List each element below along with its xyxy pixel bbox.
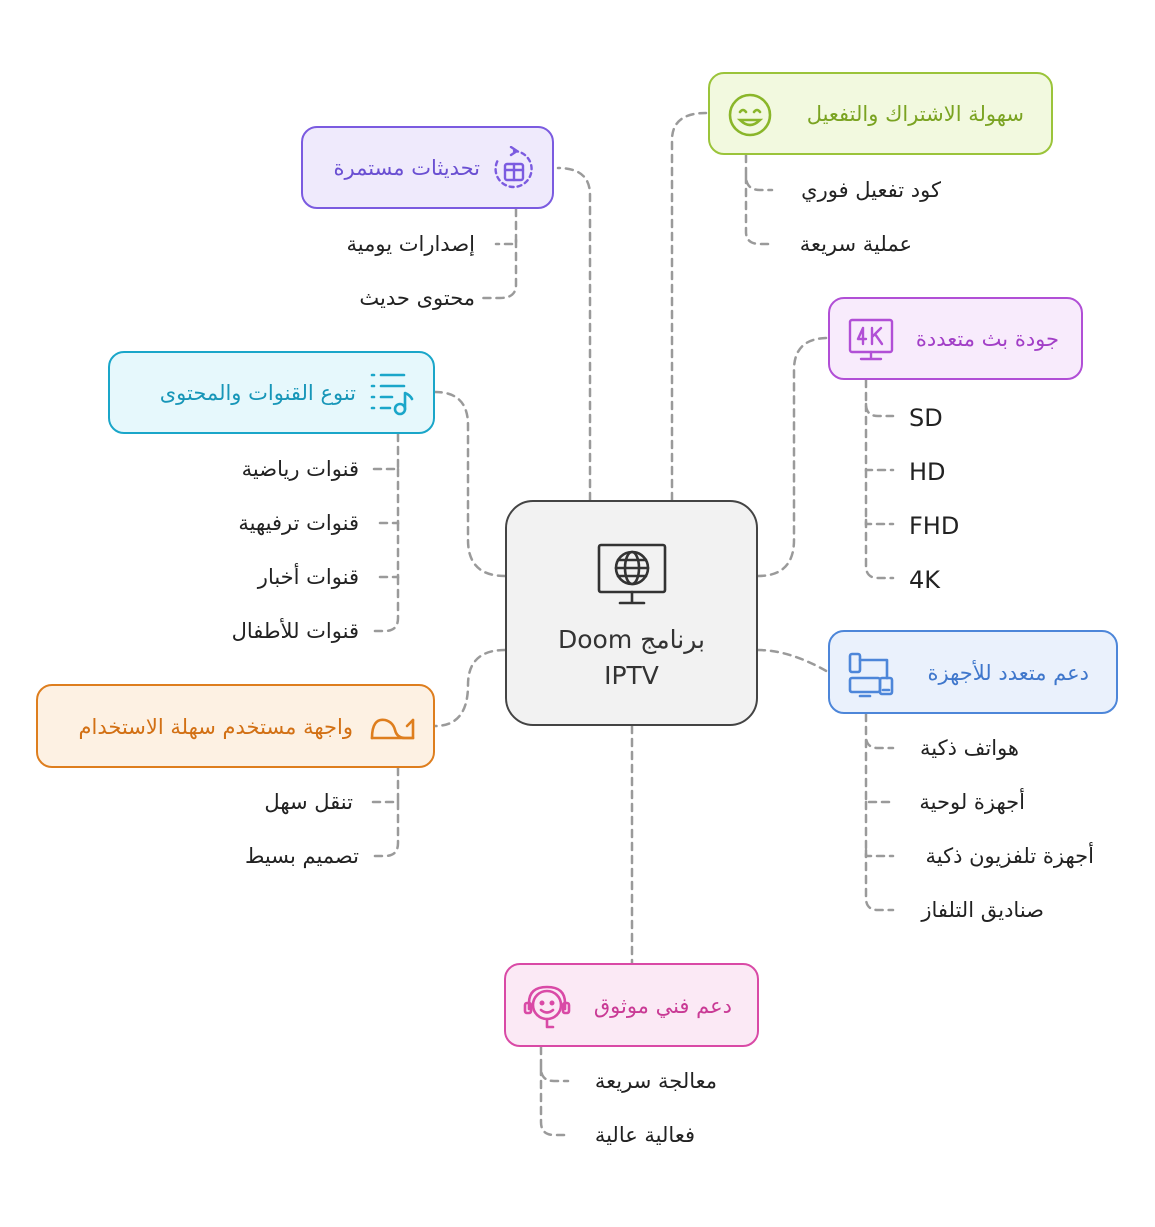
node-subscription: سهولة الاشتراك والتفعيل xyxy=(708,72,1053,155)
leaf-channels-3: قنوات للأطفال xyxy=(231,619,359,643)
edge-center-devices xyxy=(756,648,830,674)
flow-arrow-icon xyxy=(370,718,415,740)
leaf-channels-0: قنوات رياضية xyxy=(241,457,359,481)
leaf-subscription-0: كود تفعيل فوري xyxy=(801,178,941,202)
4k-icon xyxy=(848,318,894,361)
leaf-devices-2: أجهزة تلفزيون ذكية xyxy=(925,844,1094,868)
edge-center-quality xyxy=(756,336,830,578)
leaf-quality-2: FHD xyxy=(909,512,960,540)
leaf-quality-0: SD xyxy=(909,404,943,432)
leaf-channels-2: قنوات أخبار xyxy=(257,565,359,589)
node-quality: جودة بث متعددة xyxy=(828,297,1083,380)
leaf-devices-3: صناديق التلفاز xyxy=(921,898,1044,922)
quality-title: جودة بث متعددة xyxy=(915,327,1059,351)
leaf-quality-1: HD xyxy=(909,458,946,486)
leaf-interface-0: تنقل سهل xyxy=(264,790,353,814)
center-node: برنامج Doom IPTV xyxy=(505,500,758,726)
leaf-support-0: معالجة سريعة xyxy=(594,1069,717,1093)
node-devices: دعم متعدد للأجهزة xyxy=(828,630,1118,714)
smile-icon xyxy=(728,93,772,137)
devices-title: دعم متعدد للأجهزة xyxy=(927,661,1089,685)
leaf-updates-1: محتوى حديث xyxy=(359,286,475,310)
edge-center-updates xyxy=(556,166,592,502)
node-updates: تحديثات مستمرة xyxy=(301,126,554,209)
playlist-icon xyxy=(370,373,414,416)
channels-title: تنوع القنوات والمحتوى xyxy=(159,381,356,405)
leaf-channels-1: قنوات ترفيهية xyxy=(238,511,359,535)
edge-center-interface xyxy=(433,648,507,728)
devices-icon xyxy=(848,652,894,698)
edge-center-subscription xyxy=(670,111,708,502)
leaf-interface-1: تصميم بسيط xyxy=(244,844,359,868)
headset-icon xyxy=(523,985,571,1029)
center-title-line2: IPTV xyxy=(604,661,659,690)
leaf-subscription-1: عملية سريعة xyxy=(799,232,912,256)
leaf-support-1: فعالية عالية xyxy=(594,1123,695,1147)
interface-title: واجهة مستخدم سهلة الاستخدام xyxy=(78,715,353,739)
leaf-quality-3: 4K xyxy=(909,566,941,594)
node-support: دعم فني موثوق xyxy=(504,963,759,1047)
center-title-line1: برنامج Doom xyxy=(557,625,705,654)
monitor-globe-icon xyxy=(597,543,667,605)
center-title: برنامج Doom IPTV xyxy=(507,622,756,694)
subscription-title: سهولة الاشتراك والتفعيل xyxy=(806,102,1024,126)
leaf-devices-0: هواتف ذكية xyxy=(920,736,1019,760)
edge-center-channels xyxy=(433,390,507,578)
updates-title: تحديثات مستمرة xyxy=(333,156,481,180)
node-interface: واجهة مستخدم سهلة الاستخدام xyxy=(36,684,435,768)
refresh-icon xyxy=(494,146,533,189)
support-title: دعم فني موثوق xyxy=(593,994,732,1018)
node-channels: تنوع القنوات والمحتوى xyxy=(108,351,435,434)
leaf-updates-0: إصدارات يومية xyxy=(346,232,475,256)
leaf-devices-1: أجهزة لوحية xyxy=(919,790,1025,814)
